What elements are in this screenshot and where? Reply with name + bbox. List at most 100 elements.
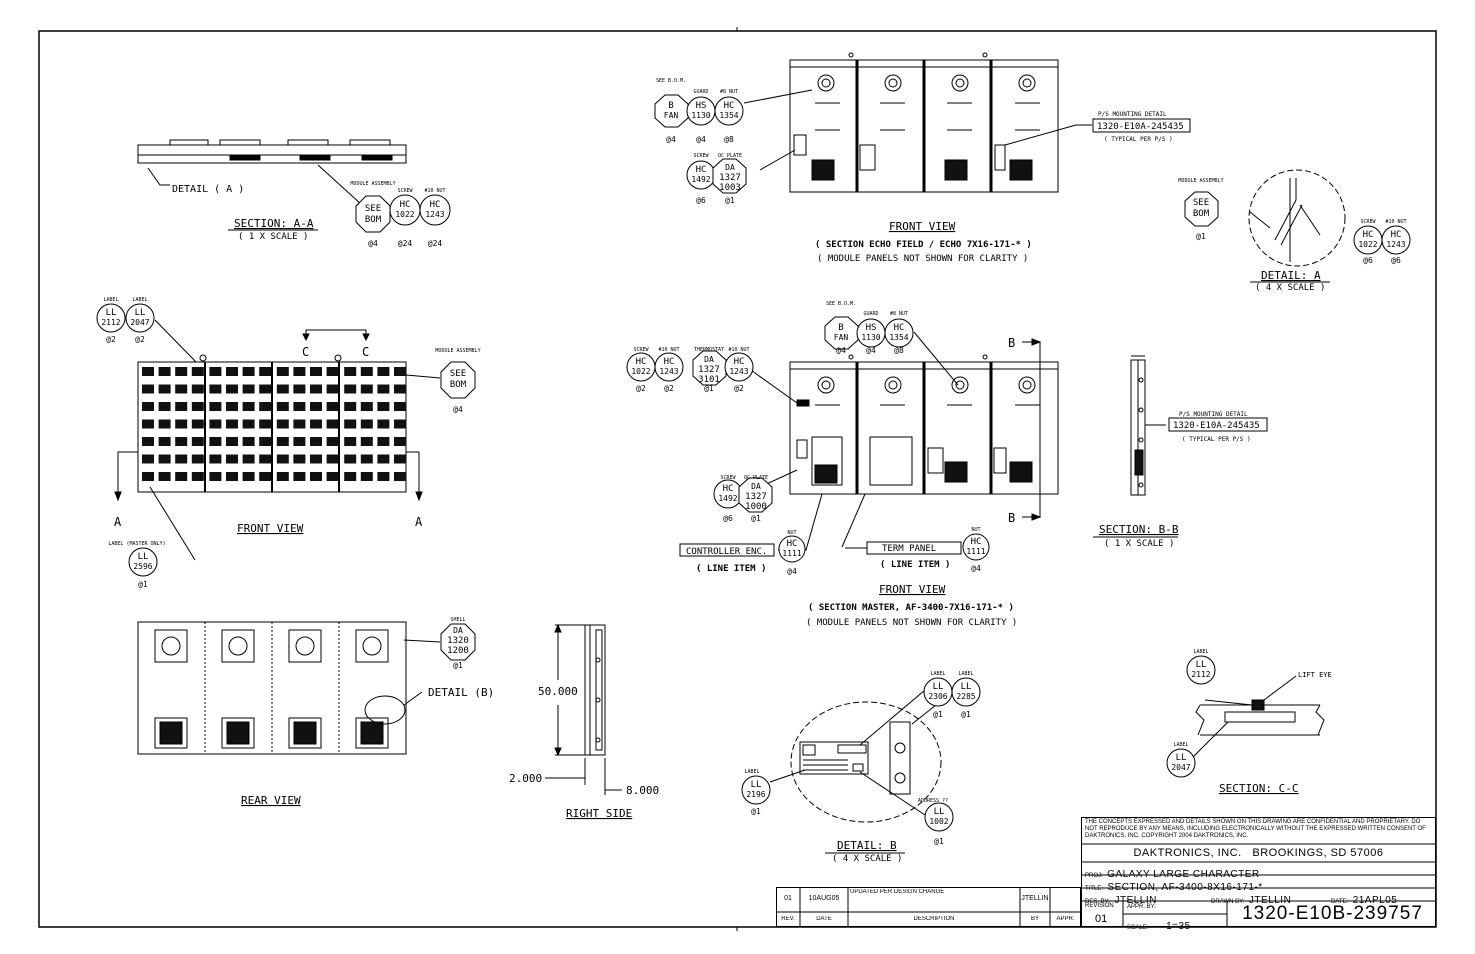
module-block	[142, 437, 154, 446]
svg-text:HC: HC	[734, 357, 745, 367]
module-block	[158, 419, 171, 429]
balloon-group-front-left: LABEL LL 2112 @2 LABEL LL 2047 @2 MODULE…	[96, 297, 481, 589]
svg-text:QC PLATE: QC PLATE	[718, 153, 742, 159]
module-block	[242, 454, 255, 464]
module-block	[360, 402, 373, 411]
svg-text:@1: @1	[453, 661, 463, 670]
svg-text:1243: 1243	[729, 367, 748, 376]
drawing-number: 1320-E10B-239757	[1242, 903, 1423, 924]
module-block	[310, 402, 322, 411]
svg-text:HC: HC	[1363, 230, 1374, 240]
front-view-echo-subtitle: ( SECTION ECHO FIELD / ECHO 7X16-171-* )	[815, 240, 1032, 250]
svg-text:1243: 1243	[425, 210, 444, 219]
module-block	[259, 454, 272, 464]
revision-value: 01	[1095, 913, 1108, 925]
module-block	[276, 454, 289, 464]
module-block	[326, 437, 339, 446]
module-block	[191, 384, 204, 394]
module-block	[226, 419, 238, 429]
a-mark: A	[415, 515, 423, 529]
svg-text:HC: HC	[894, 323, 905, 333]
module-block	[158, 454, 171, 464]
svg-text:HC: HC	[696, 165, 707, 175]
module-block	[344, 419, 357, 429]
svg-text:HC: HC	[664, 357, 675, 367]
module-block	[394, 384, 406, 394]
section-cc-title: SECTION: C-C	[1219, 782, 1298, 795]
svg-text:NUT: NUT	[787, 530, 796, 536]
module-block	[377, 419, 390, 429]
module-block	[293, 454, 306, 464]
module-block	[293, 437, 306, 446]
svg-text:1327: 1327	[698, 365, 720, 375]
svg-text:@2: @2	[734, 384, 744, 393]
module-block	[360, 472, 373, 481]
module-block	[276, 402, 289, 411]
module-block	[175, 402, 188, 411]
module-block	[242, 384, 255, 394]
svg-text:2596: 2596	[133, 562, 152, 571]
svg-text:BOM: BOM	[450, 380, 467, 390]
ps-number: 1320-E10A-245435	[1173, 421, 1260, 431]
detail-a-callout: DETAIL ( A )	[172, 184, 244, 195]
module-block	[276, 384, 289, 394]
svg-text:2047: 2047	[1171, 763, 1190, 772]
svg-text:HC: HC	[724, 101, 735, 111]
module-block	[293, 367, 306, 376]
revision-block: 01 10AUG05 UPDATED PER DESIGN CHANGE JTE…	[776, 887, 1081, 927]
module-block	[209, 367, 222, 376]
module-block	[175, 437, 188, 446]
svg-text:1492: 1492	[691, 175, 710, 184]
svg-text:1354: 1354	[889, 333, 908, 342]
svg-text:1243: 1243	[1386, 240, 1405, 249]
module-block	[175, 367, 188, 376]
svg-text:HS: HS	[696, 101, 707, 111]
svg-text:LABEL (MASTER ONLY): LABEL (MASTER ONLY)	[108, 541, 165, 547]
svg-text:1111: 1111	[782, 549, 801, 558]
rear-view	[137, 621, 441, 755]
detail-b-scale: ( 4 X SCALE )	[832, 854, 902, 864]
module-block	[209, 419, 222, 429]
svg-text:LL: LL	[933, 682, 944, 692]
revision-grid	[776, 887, 1081, 927]
module-block	[276, 437, 289, 446]
module-block	[142, 454, 154, 464]
svg-text:LABEL: LABEL	[132, 297, 147, 303]
svg-text:HC: HC	[723, 484, 734, 494]
svg-text:SCREW: SCREW	[720, 475, 736, 481]
front-view-echo-title: FRONT VIEW	[889, 220, 956, 233]
svg-text:ADDRESS ??: ADDRESS ??	[918, 798, 948, 804]
svg-text:SEE: SEE	[365, 204, 381, 214]
approved-by-label: APPR. BY:	[1127, 904, 1157, 910]
module-block	[209, 402, 222, 411]
module-block	[226, 437, 238, 446]
svg-text:2047: 2047	[130, 318, 149, 327]
svg-text:@8: @8	[724, 135, 734, 144]
svg-text:FAN: FAN	[834, 333, 849, 342]
confidential-notice: THE CONCEPTS EXPRESSED AND DETAILS SHOWN…	[1085, 819, 1426, 839]
svg-text:3101: 3101	[698, 375, 720, 385]
module-block	[191, 402, 204, 411]
svg-text:#10 NUT: #10 NUT	[728, 347, 749, 353]
svg-text:@4: @4	[787, 567, 797, 576]
svg-text:HC: HC	[1391, 230, 1402, 240]
module-block	[142, 367, 154, 376]
detail-a-scale: ( 4 X SCALE )	[1255, 283, 1325, 293]
detail-a-view	[1248, 169, 1346, 267]
module-block	[226, 367, 238, 376]
module-block	[175, 454, 188, 464]
svg-text:1320: 1320	[447, 636, 469, 646]
ps-number: 1320-E10A-245435	[1097, 122, 1184, 132]
module-block	[242, 472, 255, 481]
module-block	[242, 402, 255, 411]
front-view-echo	[743, 52, 1092, 193]
module-block	[175, 419, 188, 429]
svg-text:2285: 2285	[956, 692, 975, 701]
module-block	[344, 454, 357, 464]
by-header: BY	[1030, 916, 1039, 922]
module-block	[293, 472, 306, 481]
svg-text:@1: @1	[138, 580, 148, 589]
svg-text:@4: @4	[866, 346, 876, 355]
svg-text:@1: @1	[704, 384, 714, 393]
